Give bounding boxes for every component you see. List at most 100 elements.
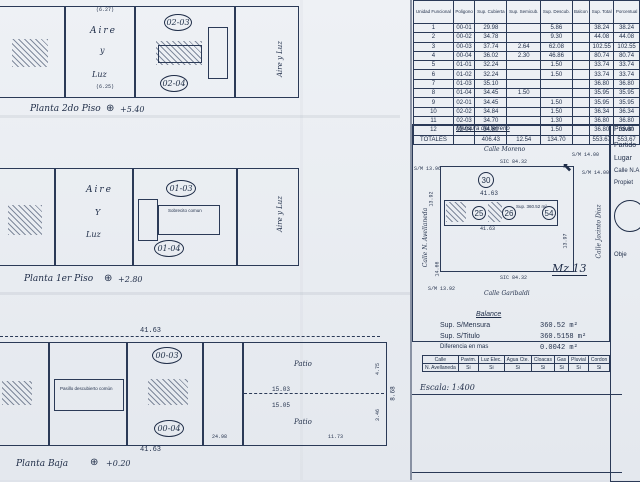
- table-cell: Si: [503, 363, 532, 372]
- mensura-frame: [412, 124, 610, 342]
- parcel-hatch: [488, 202, 502, 222]
- table-cell: 36.80: [613, 78, 640, 90]
- stair-hatch: [12, 39, 48, 67]
- table-cell: 01-04: [452, 88, 476, 99]
- table-cell: [571, 69, 591, 80]
- dimension-line: [0, 336, 380, 337]
- table-cell: 80.74: [589, 50, 615, 62]
- table-cell: 32.24: [474, 69, 508, 80]
- table-cell: Pavim.: [457, 355, 480, 364]
- north-arrow-icon: ⬉: [562, 160, 573, 174]
- table-cell: 5.86: [540, 22, 573, 34]
- aire-label: Aire: [86, 185, 114, 195]
- table-cell: 5: [413, 60, 454, 71]
- table-cell: 1.50: [540, 106, 573, 117]
- table-cell: 35.95: [589, 88, 615, 99]
- table-cell: 35.95: [589, 97, 615, 108]
- table-cell: [571, 106, 591, 117]
- room-box: [158, 45, 202, 63]
- table-cell: 2: [413, 32, 454, 43]
- table-cell: Si: [553, 363, 570, 372]
- table-cell: 35.95: [613, 88, 640, 99]
- table-cell: 34.45: [474, 88, 508, 99]
- table-cell: 34.45: [474, 97, 508, 108]
- dimension: 8.68: [389, 386, 397, 401]
- table-cell: [571, 97, 591, 108]
- title-block-line: Lugar: [614, 155, 632, 162]
- table-cell: 62.08: [540, 41, 573, 52]
- manzana-label: Mz 13: [552, 262, 587, 276]
- unit-label-0003: 00-03: [152, 347, 182, 364]
- table-cell: [571, 41, 591, 52]
- balance-value-2: 360.5158 m²: [540, 333, 587, 341]
- table-cell: 102.55: [589, 41, 615, 52]
- street-west: Calle N. Avellaneda: [422, 207, 430, 268]
- frente-dimension: 41.63: [480, 190, 499, 197]
- seal-icon: [614, 200, 640, 232]
- table-cell: [571, 88, 591, 99]
- table-cell: 35.95: [613, 97, 640, 108]
- table-cell: 4: [413, 50, 454, 62]
- pasillo-line: [244, 393, 384, 394]
- table-cell: 1.50: [540, 97, 573, 108]
- unit-label-0103: 01-03: [166, 180, 196, 197]
- table-cell: [571, 78, 591, 90]
- table-cell: 33.74: [589, 60, 615, 71]
- paper-fold: [0, 292, 410, 295]
- table-cell: 01-01: [452, 60, 476, 71]
- lot-number: 25: [472, 206, 486, 220]
- table-cell: 02-02: [452, 106, 476, 117]
- dimension: 11.73: [328, 434, 344, 440]
- table-cell: [571, 22, 591, 34]
- dimension: 15.05: [272, 402, 291, 409]
- table-cell: Cordon: [587, 355, 611, 364]
- table-header: Porcentual: [613, 0, 640, 24]
- title-block-line: Propiet: [614, 180, 634, 186]
- sheet-divider: [410, 0, 412, 480]
- patio-label: Patio: [294, 418, 312, 426]
- table-cell: Si: [530, 363, 555, 372]
- table-cell: [506, 69, 542, 80]
- dimension: (6.27): [96, 7, 115, 13]
- wall: [54, 169, 56, 265]
- table-cell: Agua Cte.: [503, 355, 532, 364]
- table-cell: 38.24: [589, 22, 615, 34]
- plan-title-1: Planta 1er Piso: [24, 274, 94, 284]
- table-cell: 32.24: [474, 60, 508, 71]
- title-block-line: Calle N.A: [614, 168, 640, 174]
- table-header: Balcon: [571, 0, 591, 24]
- dimension: 14.66: [434, 261, 441, 277]
- table-header: Unidad Funcional: [413, 0, 454, 24]
- balance-value-1: 360.52 m²: [540, 322, 578, 330]
- dimension: 41.63: [480, 226, 496, 232]
- table-cell: 9.30: [540, 32, 573, 43]
- table-header: Sup. Cubierta: [474, 0, 508, 24]
- table-cell: 44.08: [613, 32, 640, 43]
- table-cell: 6: [413, 69, 454, 80]
- level-marker-icon: ⊕: [106, 103, 115, 114]
- mensura-title: Mensura del terreno: [456, 126, 510, 132]
- table-cell: 44.08: [589, 32, 615, 43]
- stair-hatch: [148, 379, 188, 405]
- table-cell: [506, 97, 542, 108]
- floor-plan-ground: [0, 342, 387, 446]
- room-box: [138, 199, 158, 241]
- unit-label-0004: 00-04: [154, 420, 184, 437]
- sm-label: S/M 14.00: [572, 152, 600, 158]
- title-block: [610, 124, 640, 482]
- dimension: 24.98: [212, 434, 228, 440]
- balance-line-1: Sup. S/Mensura: [440, 322, 491, 329]
- aire-label: Aire: [90, 26, 118, 36]
- wall: [48, 343, 50, 445]
- sm-label: S/M 13.92: [428, 286, 456, 292]
- scale-label: Escala: 1:400: [420, 383, 475, 392]
- lot-number: 54: [542, 206, 556, 220]
- table-cell: 3: [413, 41, 454, 52]
